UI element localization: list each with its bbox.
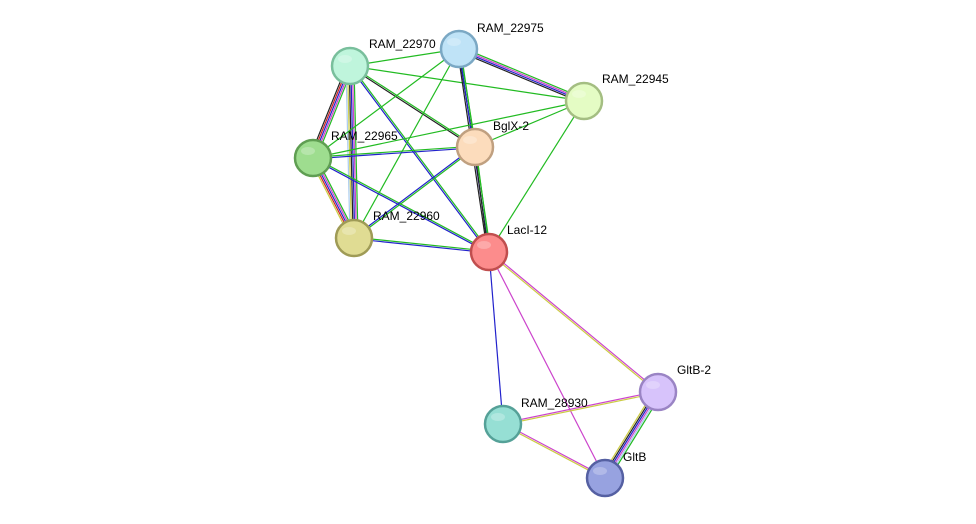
- node-GltB[interactable]: [585, 458, 625, 498]
- node-label-RAM_22970: RAM_22970: [369, 37, 436, 51]
- edge-evidence-line: [488, 252, 658, 394]
- node-RAM_22970[interactable]: [330, 46, 370, 86]
- edge-RAM_22970-RAM_22945[interactable]: [349, 65, 585, 102]
- edge-evidence-line: [350, 64, 476, 147]
- edge-evidence-line: [350, 65, 491, 252]
- edge-RAM_22945-LacI-12[interactable]: [488, 100, 585, 253]
- edge-evidence-line: [458, 49, 584, 103]
- node-label-RAM_22945: RAM_22945: [602, 72, 669, 86]
- nodes-layer: [293, 29, 678, 498]
- edge-evidence-line: [349, 66, 475, 149]
- node-highlight: [593, 467, 607, 475]
- edge-evidence-line: [503, 422, 606, 478]
- edge-evidence-line: [459, 47, 585, 101]
- edge-evidence-line: [489, 250, 659, 392]
- node-label-LacI-12: LacI-12: [507, 223, 547, 237]
- edge-RAM_22975-RAM_22965[interactable]: [312, 48, 460, 159]
- edge-LacI-12-RAM_28930[interactable]: [488, 251, 504, 425]
- node-circle[interactable]: [455, 127, 495, 167]
- edge-evidence-line: [459, 46, 586, 100]
- node-highlight: [342, 227, 356, 235]
- edge-LacI-12-GltB[interactable]: [488, 251, 606, 479]
- edge-evidence-line: [347, 66, 353, 239]
- node-highlight: [301, 147, 315, 155]
- node-label-BglX-2: BglX-2: [493, 119, 529, 133]
- edge-evidence-line: [353, 145, 475, 238]
- edge-RAM_22965-BglX-2[interactable]: [312, 145, 476, 160]
- edge-evidence-line: [312, 145, 475, 158]
- node-circle[interactable]: [564, 81, 604, 121]
- node-circle[interactable]: [483, 404, 523, 444]
- node-RAM_22975[interactable]: [439, 29, 479, 69]
- node-highlight: [491, 413, 505, 421]
- edge-evidence-line: [488, 251, 606, 479]
- edge-evidence-line: [350, 65, 356, 238]
- node-RAM_22965[interactable]: [293, 138, 333, 178]
- edge-evidence-line: [348, 66, 489, 253]
- node-highlight: [477, 241, 491, 249]
- node-circle[interactable]: [439, 29, 479, 69]
- edge-LacI-12-GltB-2[interactable]: [488, 250, 659, 394]
- edge-evidence-line: [349, 65, 585, 102]
- node-label-GltB-2: GltB-2: [677, 363, 711, 377]
- edge-RAM_28930-GltB[interactable]: [502, 422, 606, 480]
- edge-BglX-2-RAM_22960[interactable]: [353, 145, 476, 240]
- node-highlight: [338, 55, 352, 63]
- node-highlight: [572, 90, 586, 98]
- edge-evidence-line: [353, 65, 359, 238]
- edge-evidence-line: [313, 147, 476, 160]
- edge-RAM_22970-BglX-2[interactable]: [349, 64, 476, 149]
- edge-RAM_22945-RAM_22965[interactable]: [312, 100, 585, 159]
- edge-evidence-line: [353, 238, 489, 254]
- node-circle[interactable]: [469, 232, 509, 272]
- edge-evidence-line: [503, 392, 659, 426]
- node-circle[interactable]: [330, 46, 370, 86]
- edge-RAM_22970-RAM_22960[interactable]: [345, 65, 359, 239]
- node-GltB-2[interactable]: [638, 372, 678, 412]
- edge-evidence-line: [348, 66, 354, 239]
- node-label-RAM_22975: RAM_22975: [477, 21, 544, 35]
- node-highlight: [646, 381, 660, 389]
- node-label-RAM_22960: RAM_22960: [373, 209, 440, 223]
- edge-evidence-line: [345, 66, 351, 239]
- node-LacI-12[interactable]: [469, 232, 509, 272]
- node-RAM_22945[interactable]: [564, 81, 604, 121]
- edge-RAM_22945-BglX-2[interactable]: [474, 100, 585, 148]
- edge-evidence-line: [312, 48, 460, 159]
- node-circle[interactable]: [293, 138, 333, 178]
- node-label-GltB: GltB: [623, 450, 646, 464]
- node-RAM_28930[interactable]: [483, 404, 523, 444]
- edge-evidence-line: [354, 147, 476, 240]
- edge-RAM_22975-RAM_22960[interactable]: [353, 48, 460, 239]
- edge-evidence-line: [353, 48, 460, 239]
- edge-RAM_22965-LacI-12[interactable]: [312, 156, 490, 254]
- node-circle[interactable]: [585, 458, 625, 498]
- node-circle[interactable]: [334, 218, 374, 258]
- node-label-RAM_28930: RAM_28930: [521, 396, 588, 410]
- edge-evidence-line: [457, 50, 584, 104]
- node-BglX-2[interactable]: [455, 127, 495, 167]
- edge-RAM_22960-LacI-12[interactable]: [353, 236, 490, 254]
- edge-RAM_22975-RAM_22945[interactable]: [457, 46, 586, 104]
- edge-evidence-line: [312, 158, 489, 254]
- edge-evidence-line: [488, 251, 504, 425]
- edge-evidence-line: [351, 65, 357, 238]
- node-label-RAM_22965: RAM_22965: [331, 129, 398, 143]
- edge-evidence-line: [488, 100, 585, 253]
- edge-evidence-line: [312, 100, 585, 159]
- node-circle[interactable]: [638, 372, 678, 412]
- node-highlight: [463, 136, 477, 144]
- edge-evidence-line: [474, 100, 585, 148]
- edge-evidence-line: [313, 156, 490, 252]
- edge-evidence-line: [502, 390, 658, 424]
- edge-evidence-line: [502, 424, 605, 480]
- node-highlight: [447, 38, 461, 46]
- node-RAM_22960[interactable]: [334, 218, 374, 258]
- edge-RAM_28930-GltB-2[interactable]: [502, 390, 659, 426]
- edge-RAM_22970-LacI-12[interactable]: [348, 65, 491, 253]
- edge-evidence-line: [354, 236, 490, 252]
